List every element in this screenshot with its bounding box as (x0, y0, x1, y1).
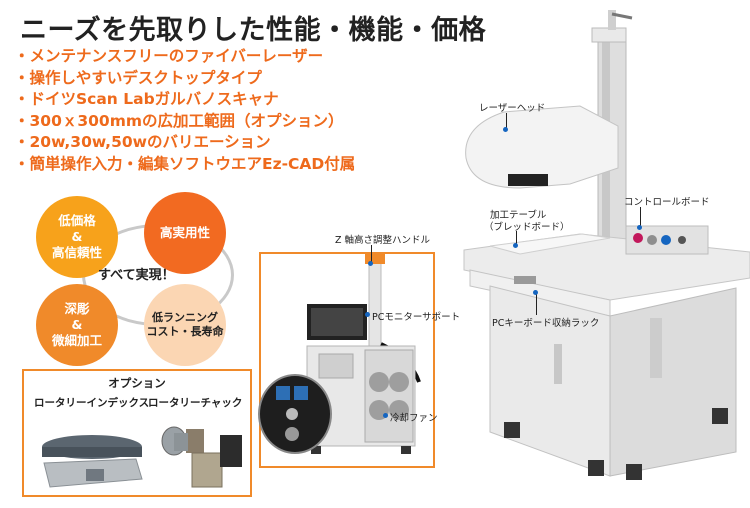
circle-text: 微細加工 (51, 333, 102, 349)
feature-list: ・メンテナンスフリーのファイバーレーザー ・操作しやすいデスクトップタイプ ・ド… (14, 46, 355, 175)
callout-line (536, 293, 537, 315)
benefit-circle-deep-engraving: 深彫 & 微細加工 (36, 284, 118, 366)
callout-monitor-support: PCモニターサポート (372, 312, 461, 323)
callout-line (371, 245, 372, 263)
callout-dot (368, 261, 373, 266)
callout-line (516, 231, 517, 245)
rotary-index-image (42, 426, 242, 488)
laser-marker-machine-image (463, 10, 750, 480)
option-label-rotary-index: ロータリーインデックス (34, 397, 150, 409)
option-label-rotary-chuck: ロータリーチャック (148, 397, 243, 409)
circle-text: 高信頼性 (51, 245, 102, 261)
feature-item: ・簡単操作入力・編集ソフトウエアEz-CAD付属 (14, 154, 356, 173)
feature-item: ・操作しやすいデスクトップタイプ (14, 68, 262, 87)
callout-z-handle: Z 軸高さ調整ハンドル (335, 235, 431, 246)
circle-text: 深彫 (64, 300, 90, 316)
callout-table: 加工テーブル (490, 210, 547, 221)
benefit-circle-practicality: 高実用性 (144, 192, 226, 274)
feature-item: ・20w,30w,50wのバリエーション (14, 133, 271, 151)
detail-view-box (259, 252, 435, 468)
callout-laser-head: レーザーヘッド (479, 103, 546, 114)
callout-dot (637, 225, 642, 230)
callout-cooling-fan: 冷却ファン (390, 413, 438, 424)
callout-keyboard-rack: PCキーボード収納ラック (492, 318, 600, 329)
circle-text: 低価格 (58, 212, 96, 228)
page-title: ニーズを先取りした性能・機能・価格 (20, 15, 487, 46)
connector-panel-image (276, 386, 308, 441)
callout-dot (365, 312, 370, 317)
callout-line (640, 207, 641, 227)
callout-dot (383, 413, 388, 418)
feature-item: ・300ｘ300mmの広加工範囲（オプション） (14, 111, 344, 130)
callout-table-sub: （ブレッドボード） (484, 222, 570, 233)
callout-dot (513, 243, 518, 248)
benefit-center-text: すべて実現！ (98, 268, 175, 283)
circle-text: & (71, 316, 83, 332)
option-box: オプション ロータリーインデックス ロータリーチャック (22, 369, 252, 497)
rear-view-image (306, 254, 421, 454)
circle-text: & (71, 228, 83, 244)
feature-item: ・メンテナンスフリーのファイバーレーザー (14, 47, 324, 65)
callout-line (506, 113, 507, 129)
benefit-circle-low-price: 低価格 & 高信頼性 (36, 196, 118, 278)
feature-item: ・ドイツScan Labガルバノスキャナ (14, 90, 279, 108)
connector-closeup (258, 374, 332, 454)
option-title: オプション (108, 376, 166, 390)
circle-text: 高実用性 (159, 224, 210, 240)
benefit-circle-low-running-cost: 低ランニング コスト・長寿命 (144, 284, 226, 366)
callout-control-board: コントロールボード (624, 197, 710, 208)
callout-dot (503, 127, 508, 132)
callout-dot (533, 290, 538, 295)
circle-text: 低ランニング (152, 310, 218, 324)
circle-text: コスト・長寿命 (146, 325, 224, 338)
